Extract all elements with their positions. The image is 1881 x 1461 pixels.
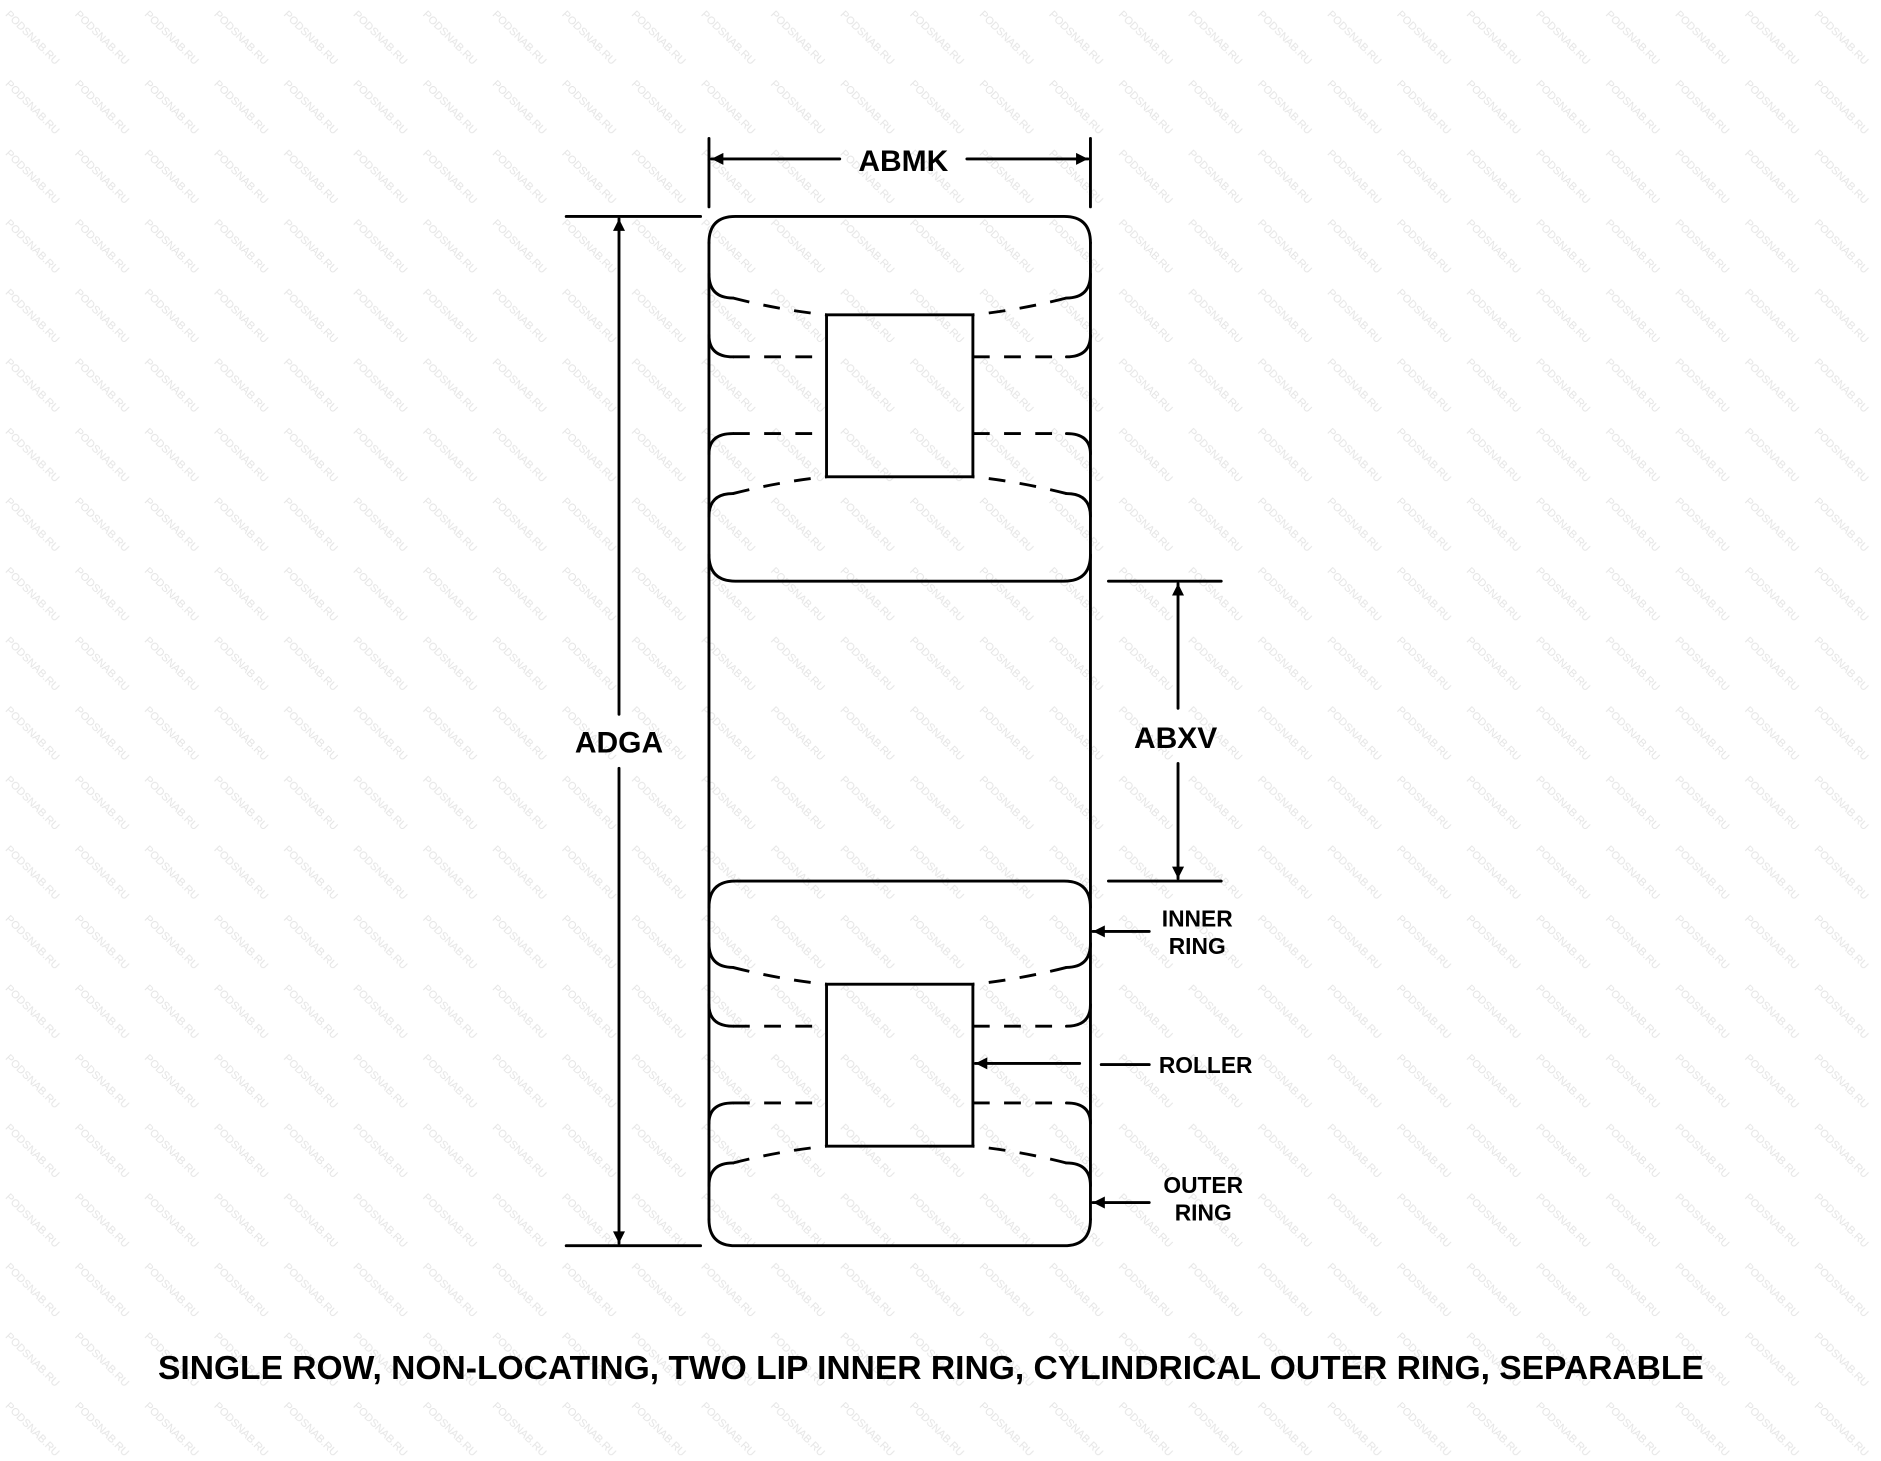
dimension-label-adga: ADGA bbox=[575, 727, 663, 760]
ring-lip-curve bbox=[1065, 333, 1092, 359]
hidden-line bbox=[732, 966, 827, 986]
ring-top-edge bbox=[707, 879, 1092, 909]
dimension-label-abmk: ABMK bbox=[858, 145, 948, 178]
svg-text:INNER: INNER bbox=[1162, 906, 1233, 932]
svg-text:ROLLER: ROLLER bbox=[1159, 1052, 1253, 1078]
ring-lip-curve bbox=[707, 1161, 735, 1188]
dimension-label-abxv: ABXV bbox=[1134, 722, 1217, 755]
hidden-line bbox=[732, 1144, 827, 1165]
ring-lip-curve bbox=[1065, 272, 1092, 300]
ring-bottom-edge bbox=[707, 553, 1092, 583]
ring-lip-curve bbox=[707, 1003, 735, 1028]
callout-inner-ring: INNER RING bbox=[1091, 906, 1233, 959]
roller bbox=[825, 313, 975, 479]
ring-lip-curve bbox=[1065, 1161, 1092, 1188]
ring-top-edge bbox=[707, 215, 1092, 245]
hidden-line bbox=[972, 966, 1067, 986]
dimension-abxv: ABXV bbox=[1107, 579, 1223, 883]
ring-lip-curve bbox=[1065, 941, 1092, 969]
bearing-section bbox=[707, 215, 1092, 1248]
ring-lip-curve bbox=[707, 492, 735, 518]
svg-text:RING: RING bbox=[1175, 1200, 1232, 1226]
ring-lip-curve bbox=[707, 272, 735, 300]
ring-lip-curve bbox=[1065, 1101, 1092, 1125]
svg-text:RING: RING bbox=[1169, 933, 1226, 959]
ring-lip-curve bbox=[707, 1101, 735, 1125]
hidden-line bbox=[732, 475, 827, 495]
hidden-line bbox=[972, 1144, 1067, 1165]
ring-lip-curve bbox=[707, 432, 735, 456]
ring-lip-curve bbox=[1065, 1003, 1092, 1028]
callout-outer-ring: OUTER RING bbox=[1091, 1172, 1243, 1226]
diagram-caption: SINGLE ROW, NON-LOCATING, TWO LIP INNER … bbox=[158, 1350, 1704, 1387]
callout-roller: ROLLER bbox=[973, 1052, 1253, 1078]
ring-bottom-edge bbox=[707, 1217, 1092, 1248]
dimension-adga: ADGA bbox=[564, 215, 703, 1248]
ring-lip-curve bbox=[707, 333, 735, 359]
hidden-line bbox=[732, 296, 827, 317]
hidden-line bbox=[972, 296, 1067, 317]
dimension-abmk: ABMK bbox=[707, 137, 1092, 209]
ring-lip-curve bbox=[1065, 492, 1092, 518]
svg-text:OUTER: OUTER bbox=[1163, 1172, 1243, 1198]
ring-lip-curve bbox=[1065, 432, 1092, 456]
ring-lip-curve bbox=[707, 941, 735, 969]
hidden-line bbox=[972, 475, 1067, 495]
roller bbox=[825, 982, 975, 1148]
